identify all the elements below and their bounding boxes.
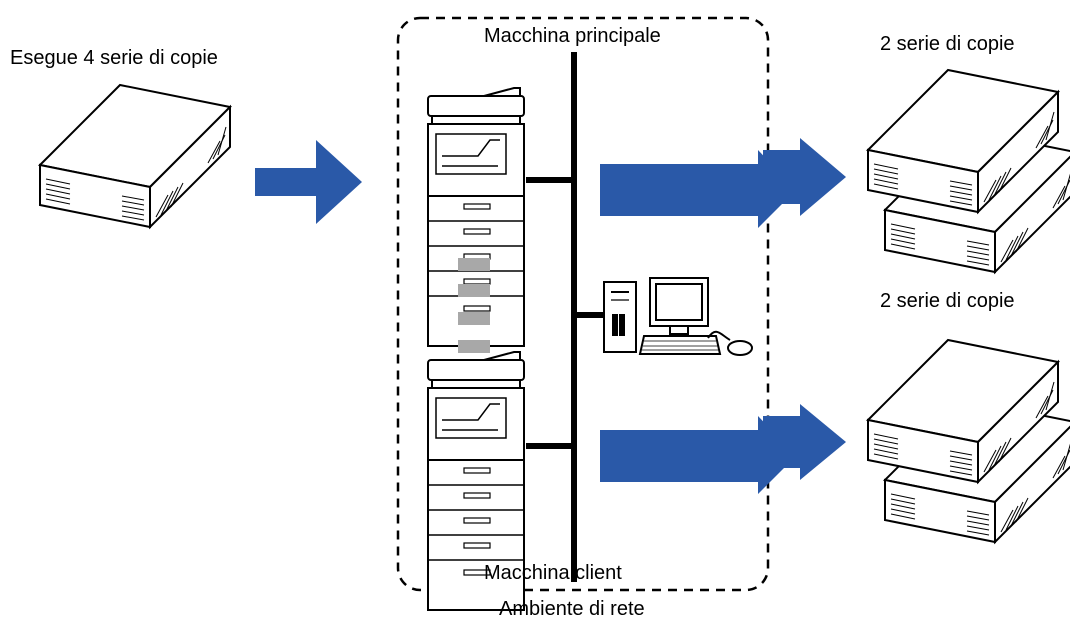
main-machine-icon: [427, 87, 525, 347]
client-machine-label: Macchina client: [484, 562, 622, 584]
main-machine-label: Macchina principale: [484, 25, 661, 47]
network-boundary: [396, 16, 770, 592]
machine-link: [458, 258, 490, 353]
output-arrow-bottom-body: [600, 416, 796, 494]
output-arrow-bottom-head: [763, 404, 846, 480]
output-bottom-label: 2 serie di copie: [880, 290, 1015, 312]
source-label: Esegue 4 serie di copie: [10, 47, 218, 69]
output-arrow-top-head: [763, 138, 846, 216]
pc-icon: [603, 277, 753, 356]
input-arrow: [255, 140, 362, 224]
output-top-label: 2 serie di copie: [880, 33, 1015, 55]
network-label: Ambiente di rete: [499, 598, 645, 620]
source-paper-stack: [39, 84, 231, 228]
output-arrow-top-body: [600, 150, 796, 228]
